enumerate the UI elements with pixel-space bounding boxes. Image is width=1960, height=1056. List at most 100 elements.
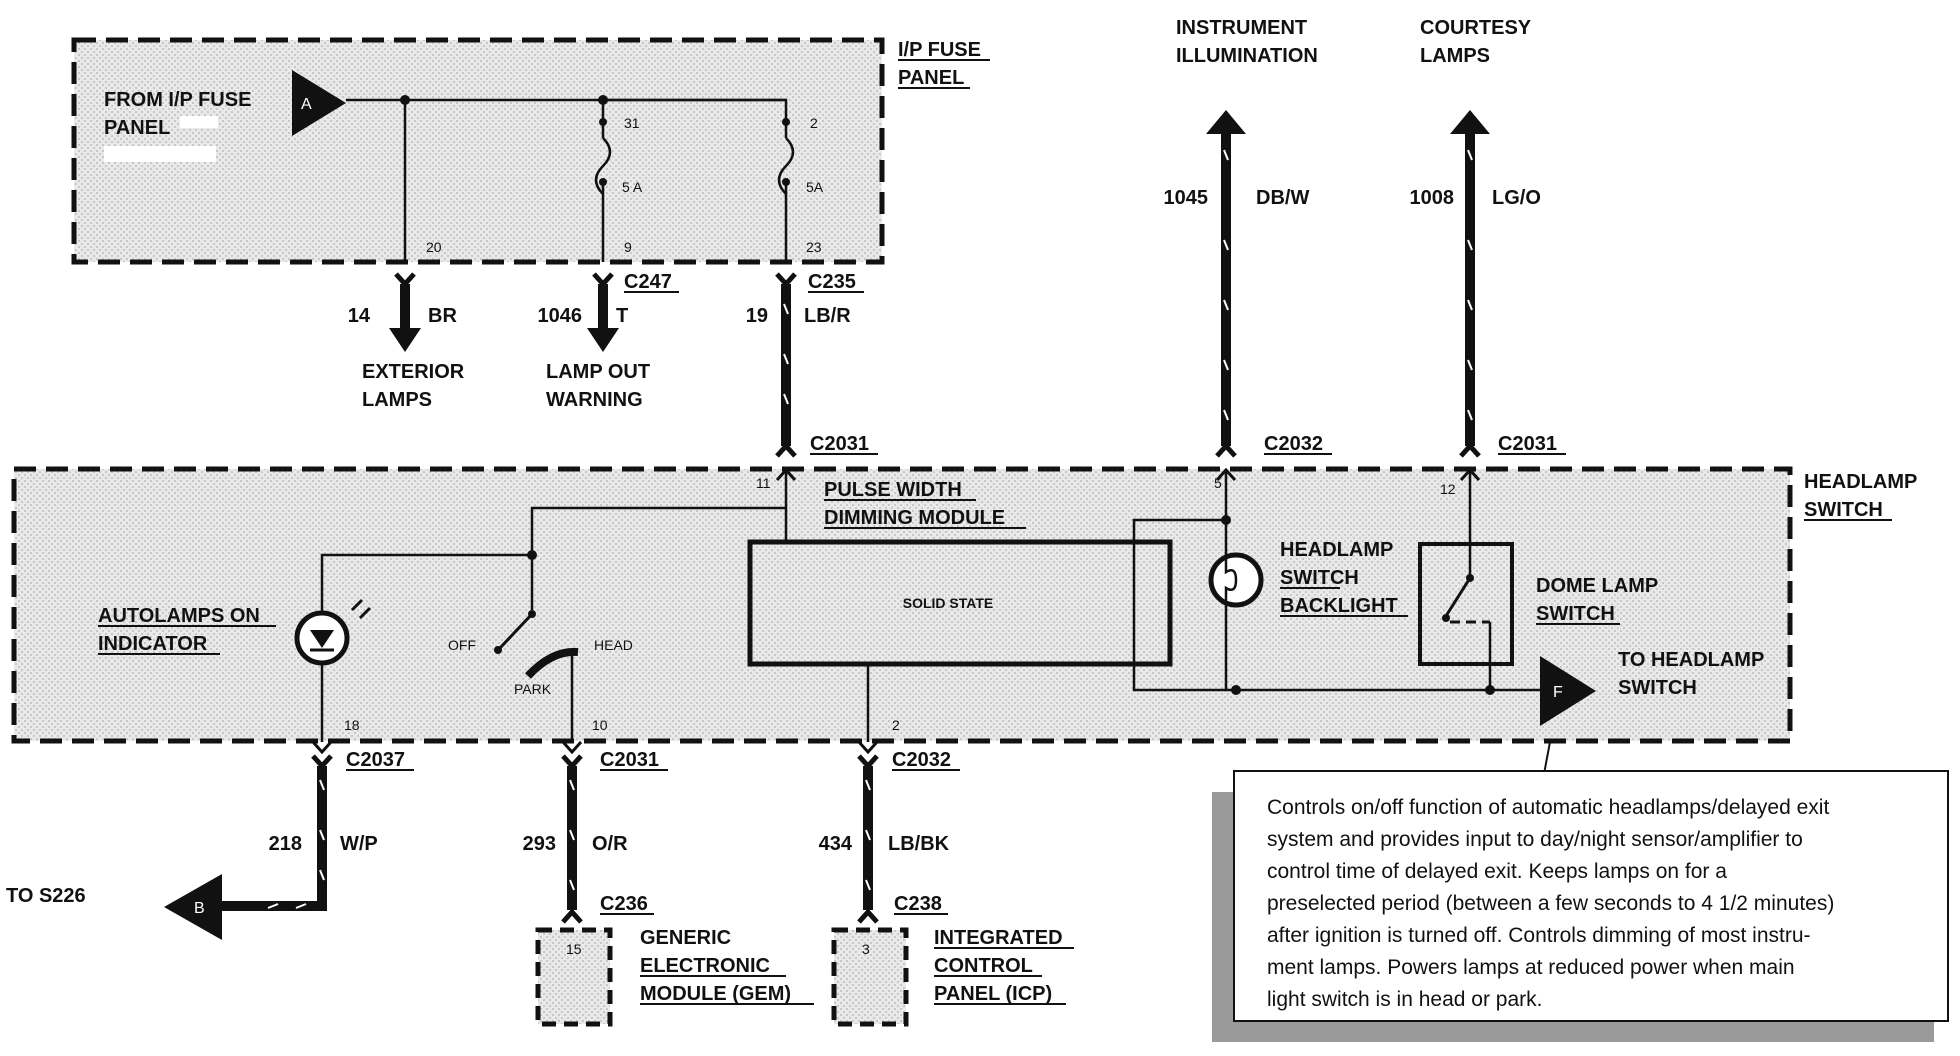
pwm-title: PULSE WIDTH (824, 479, 962, 501)
to-headlamp-switch-label: SWITCH (1618, 677, 1697, 699)
note-box: Controls on/off function of automatic he… (1233, 770, 1949, 1022)
switch-contact (1442, 614, 1450, 622)
fuse-pin: 31 (624, 115, 640, 131)
connector-chevron (775, 442, 797, 458)
fuse-terminal (599, 178, 607, 186)
icp-label: PANEL (ICP) (934, 983, 1052, 1005)
destination-label: LAMP OUT (546, 361, 650, 383)
fuse-terminal (599, 118, 607, 126)
connector-chevron (857, 908, 879, 924)
connector-chevron (775, 467, 797, 482)
connector-c235: C235 (808, 271, 856, 293)
dome-lamp-label: DOME LAMP (1536, 575, 1658, 597)
splice-dot (527, 550, 537, 560)
wire-label: 1046 (538, 305, 583, 327)
pin-number: 15 (566, 941, 582, 957)
wire-stripes (267, 149, 1473, 909)
connector-c238: C238 (894, 893, 942, 915)
connector-flag-f (1540, 656, 1596, 726)
dome-switch-blade (1444, 577, 1472, 617)
wire-label: LB/BK (888, 833, 950, 855)
splice-dot (400, 95, 410, 105)
switch-contact-off (494, 646, 502, 654)
connector-c2031: C2031 (600, 749, 659, 771)
connector-chevron (775, 272, 797, 288)
note-line: Controls on/off function of automatic he… (1267, 796, 1830, 819)
autolamps-label: INDICATOR (98, 633, 208, 655)
connector-chevron (561, 754, 583, 770)
pwm-title: DIMMING MODULE (824, 507, 1005, 529)
fuse-panel-title: PANEL (898, 67, 964, 89)
destination-label: COURTESY (1420, 17, 1532, 39)
connector-chevron (311, 740, 333, 755)
fuse-2-icon (777, 137, 795, 195)
backlight-label: SWITCH (1280, 567, 1359, 589)
bulb-filament (1224, 556, 1238, 690)
icp-label: INTEGRATED (934, 927, 1063, 949)
switch-position-label: PARK (514, 681, 552, 697)
fuse-panel-label-patch (180, 116, 218, 128)
destination-label: WARNING (546, 389, 643, 411)
wire-label: DB/W (1256, 187, 1309, 209)
fuse-rating: 5 A (622, 179, 643, 195)
pin-number: 10 (592, 717, 608, 733)
pin-number: 12 (1440, 481, 1456, 497)
wire-label: O/R (592, 833, 628, 855)
destination-label: INSTRUMENT (1176, 17, 1307, 39)
pin-number: 5 (1214, 475, 1222, 491)
wire-label: 19 (746, 305, 768, 327)
connector-flag-f-label: F (1553, 684, 1563, 701)
switch-feed (530, 506, 786, 610)
note-line: preselected period (between a few second… (1267, 892, 1835, 915)
arrow-down-icon (389, 328, 421, 352)
note-line: control time of delayed exit. Keeps lamp… (1267, 860, 1727, 883)
wire-label: 434 (819, 833, 853, 855)
connector-chevron (592, 272, 614, 288)
wire-label: 1045 (1164, 187, 1209, 209)
pin-number: 20 (426, 239, 442, 255)
note-pointer (1543, 741, 1551, 775)
icp-label: CONTROL (934, 955, 1033, 977)
dome-lamp-switch-box (1418, 542, 1514, 666)
wire-label: 14 (348, 305, 371, 327)
connector-chevron (857, 754, 879, 770)
wire-label: BR (428, 305, 457, 327)
gem-module-box (535, 927, 613, 1027)
note-line: ment lamps. Powers lamps at reduced powe… (1267, 956, 1795, 979)
wire-label: T (616, 305, 628, 327)
gem-label: GENERIC (640, 927, 731, 949)
wire-label: W/P (340, 833, 378, 855)
connector-c236: C236 (600, 893, 648, 915)
backlight-feed (1132, 518, 1490, 692)
destination-label: EXTERIOR (362, 361, 465, 383)
connector-chevron (857, 740, 879, 755)
fuse-terminal (782, 118, 790, 126)
fuse-panel-source: FROM I/P FUSE (104, 89, 251, 111)
fuse-31-icon (594, 137, 612, 195)
fuse-pin: 2 (810, 115, 818, 131)
backlight-label: BACKLIGHT (1280, 595, 1398, 617)
light-rays-icon (350, 598, 372, 620)
dome-lamp-label: SWITCH (1536, 603, 1615, 625)
indicator-feed (320, 553, 532, 617)
connector-c2032: C2032 (1264, 433, 1323, 455)
connector-c2031: C2031 (1498, 433, 1557, 455)
switch-position-label: HEAD (594, 637, 633, 653)
to-headlamp-switch-label: TO HEADLAMP (1618, 649, 1764, 671)
gem-label: MODULE (GEM) (640, 983, 791, 1005)
connector-chevron (311, 754, 333, 770)
note-line: system and provides input to day/night s… (1267, 828, 1803, 851)
pin-number: 18 (344, 717, 360, 733)
destination-label: LAMPS (362, 389, 432, 411)
wire-label: LG/O (1492, 187, 1541, 209)
fuse-terminal (782, 178, 790, 186)
autolamps-label: AUTOLAMPS ON (98, 605, 260, 627)
fuse-panel-source: PANEL (104, 117, 170, 139)
wire-label: 293 (523, 833, 556, 855)
connector-flag-a-label: A (301, 96, 312, 113)
arrow-down-icon (587, 328, 619, 352)
splice-dot (1231, 685, 1241, 695)
icp-module-box (831, 927, 909, 1027)
solid-state-module (747, 539, 1173, 667)
headlamp-switch-title: SWITCH (1804, 499, 1883, 521)
